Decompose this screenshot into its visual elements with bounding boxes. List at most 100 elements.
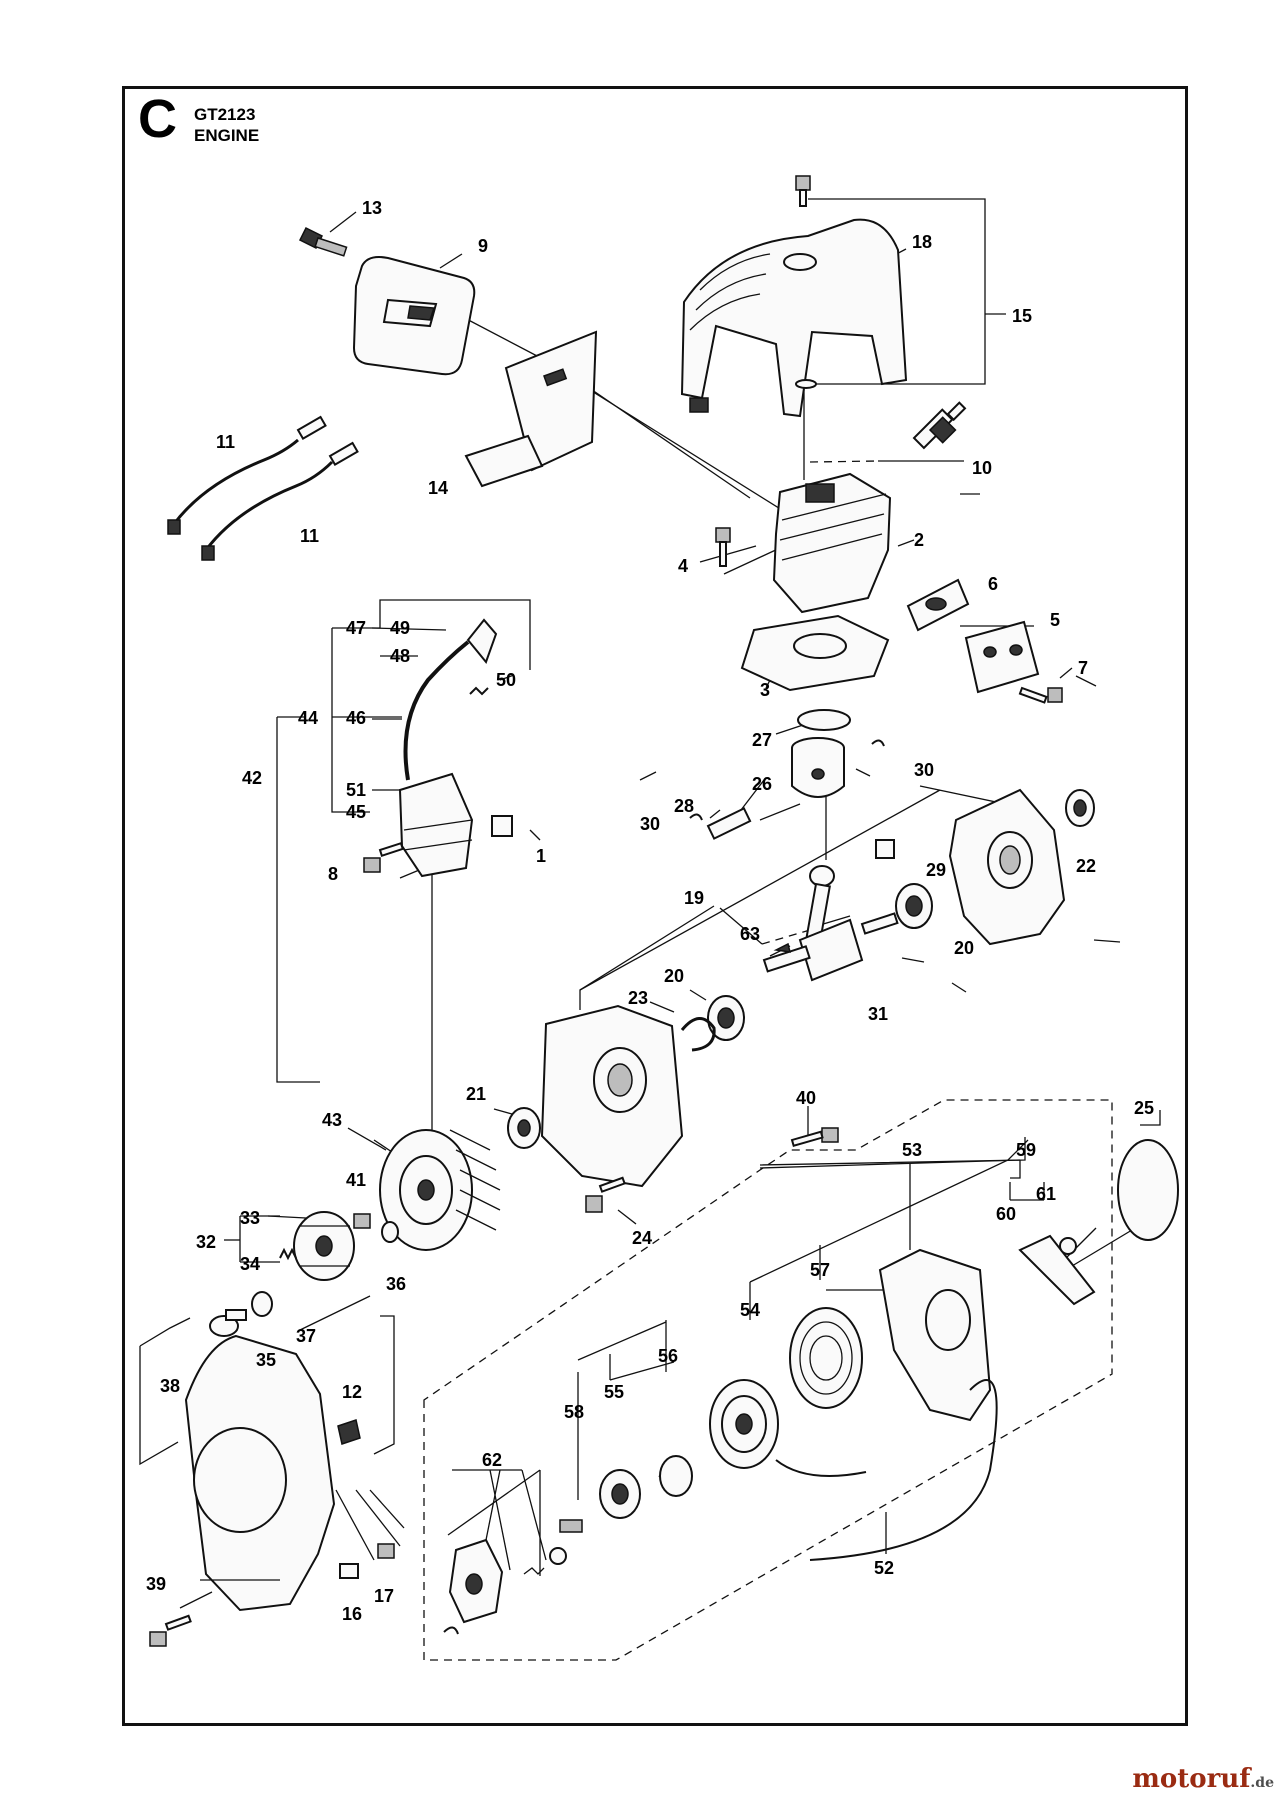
callout-16: 16 bbox=[342, 1604, 362, 1624]
coil-spring-56-body bbox=[659, 1455, 693, 1497]
needle-bearing-29 bbox=[875, 839, 895, 859]
insulator-5 bbox=[964, 620, 1040, 694]
callout-6: 6 bbox=[988, 574, 998, 594]
model-number: GT2123 bbox=[194, 105, 256, 124]
callout-58: 58 bbox=[564, 1402, 584, 1422]
callout-37: 37 bbox=[296, 1326, 316, 1346]
callout-26: 26 bbox=[752, 774, 772, 794]
cylinder-gasket-3 bbox=[740, 614, 890, 692]
callout-2: 2 bbox=[914, 530, 924, 550]
fan-housing-38 bbox=[184, 1334, 336, 1612]
callout-55: 55 bbox=[604, 1382, 624, 1402]
nut-41 bbox=[353, 1213, 371, 1229]
callout-29: 29 bbox=[926, 860, 946, 880]
bolt-13 bbox=[298, 226, 348, 257]
cylinder-2 bbox=[772, 472, 892, 614]
callout-32: 32 bbox=[196, 1232, 216, 1252]
oil-seal-21 bbox=[507, 1107, 541, 1149]
callout-36: 36 bbox=[386, 1274, 406, 1294]
callout-10: 10 bbox=[972, 458, 992, 478]
spacer-1 bbox=[491, 815, 513, 837]
callout-35: 35 bbox=[256, 1350, 276, 1370]
gasket-6 bbox=[906, 578, 970, 632]
muffler-bracket-14 bbox=[464, 330, 598, 488]
callout-3: 3 bbox=[760, 680, 770, 700]
callout-34: 34 bbox=[240, 1254, 260, 1274]
muffler-9 bbox=[352, 256, 476, 376]
circlip-30 bbox=[689, 813, 703, 821]
callout-61: 61 bbox=[1036, 1184, 1056, 1204]
callout-57: 57 bbox=[810, 1260, 830, 1280]
callout-7: 7 bbox=[1078, 658, 1088, 678]
callout-18: 18 bbox=[912, 232, 932, 252]
watermark-tld: .de bbox=[1250, 1775, 1274, 1791]
washer-36 bbox=[381, 1221, 399, 1243]
piston-ring-27 bbox=[797, 709, 851, 731]
callout-12: 12 bbox=[342, 1382, 362, 1402]
callout-42: 42 bbox=[242, 768, 262, 788]
bearing-20 bbox=[895, 883, 933, 929]
starter-assembly-outline bbox=[423, 1099, 1113, 1661]
callout-38: 38 bbox=[160, 1376, 180, 1396]
nut-12 bbox=[337, 1419, 361, 1445]
callout-47: 47 bbox=[346, 618, 366, 638]
callout-11: 11 bbox=[216, 432, 235, 452]
spring-50 bbox=[469, 686, 489, 696]
crankcase-half-left bbox=[540, 1004, 684, 1188]
cylinder-cover-15 bbox=[680, 218, 908, 418]
callout-63: 63 bbox=[740, 924, 760, 944]
circlip-30 bbox=[871, 739, 885, 747]
callout-30: 30 bbox=[640, 814, 660, 834]
section-letter: C bbox=[138, 89, 177, 149]
wire-lead-11 bbox=[167, 415, 359, 561]
callout-60: 60 bbox=[996, 1204, 1016, 1224]
callout-62: 62 bbox=[482, 1450, 502, 1470]
pawl-assembly-62 bbox=[443, 1538, 567, 1635]
callout-15: 15 bbox=[1012, 306, 1032, 326]
callout-53: 53 bbox=[902, 1140, 922, 1160]
bolt-4 bbox=[715, 527, 731, 567]
callout-13: 13 bbox=[362, 198, 382, 218]
callout-labels: 13 9 18 15 10 11 11 14 4 2 6 5 7 3 47 49… bbox=[146, 198, 1154, 1624]
clutch-shoe-33 bbox=[293, 1211, 355, 1281]
leader-lines bbox=[139, 198, 1161, 1609]
callout-54: 54 bbox=[740, 1300, 760, 1320]
watermark-brand: motoruf bbox=[1132, 1764, 1251, 1794]
callout-4: 4 bbox=[678, 556, 688, 576]
callout-46: 46 bbox=[346, 708, 366, 728]
callout-23: 23 bbox=[628, 988, 648, 1008]
callout-31: 31 bbox=[868, 1004, 888, 1024]
woodruff-key-63 bbox=[773, 942, 791, 953]
callout-5: 5 bbox=[1050, 610, 1060, 630]
callout-48: 48 bbox=[390, 646, 410, 666]
callout-19: 19 bbox=[684, 888, 704, 908]
callout-59: 59 bbox=[1016, 1140, 1036, 1160]
callout-41: 41 bbox=[346, 1170, 366, 1190]
cover-screw-18 bbox=[795, 175, 817, 389]
callout-1: 1 bbox=[536, 846, 546, 866]
starter-handle-59 bbox=[1018, 1234, 1096, 1306]
callout-49: 49 bbox=[390, 618, 410, 638]
shoulder-bolt-35 bbox=[209, 1309, 247, 1337]
callout-21: 21 bbox=[466, 1084, 486, 1104]
callout-20: 20 bbox=[664, 966, 684, 986]
callout-28: 28 bbox=[674, 796, 694, 816]
piston-26 bbox=[791, 737, 845, 798]
bearing-22 bbox=[1065, 789, 1095, 827]
assembly-name: ENGINE bbox=[194, 126, 260, 146]
callout-9: 9 bbox=[478, 236, 488, 256]
callout-22: 22 bbox=[1076, 856, 1096, 876]
recoil-spring-57 bbox=[789, 1307, 863, 1409]
circlip-23 bbox=[680, 1017, 716, 1052]
bolt-24 bbox=[585, 1176, 626, 1213]
clutch-spring-34 bbox=[279, 1247, 297, 1261]
bolt-7 bbox=[1018, 686, 1063, 704]
screw-58 bbox=[559, 1519, 583, 1533]
callout-39: 39 bbox=[146, 1574, 166, 1594]
washer-37 bbox=[251, 1291, 273, 1317]
callout-14: 14 bbox=[428, 478, 448, 498]
callout-24: 24 bbox=[632, 1228, 652, 1248]
watermark-logo: motoruf.de bbox=[1132, 1764, 1274, 1794]
callout-11: 11 bbox=[300, 526, 319, 546]
